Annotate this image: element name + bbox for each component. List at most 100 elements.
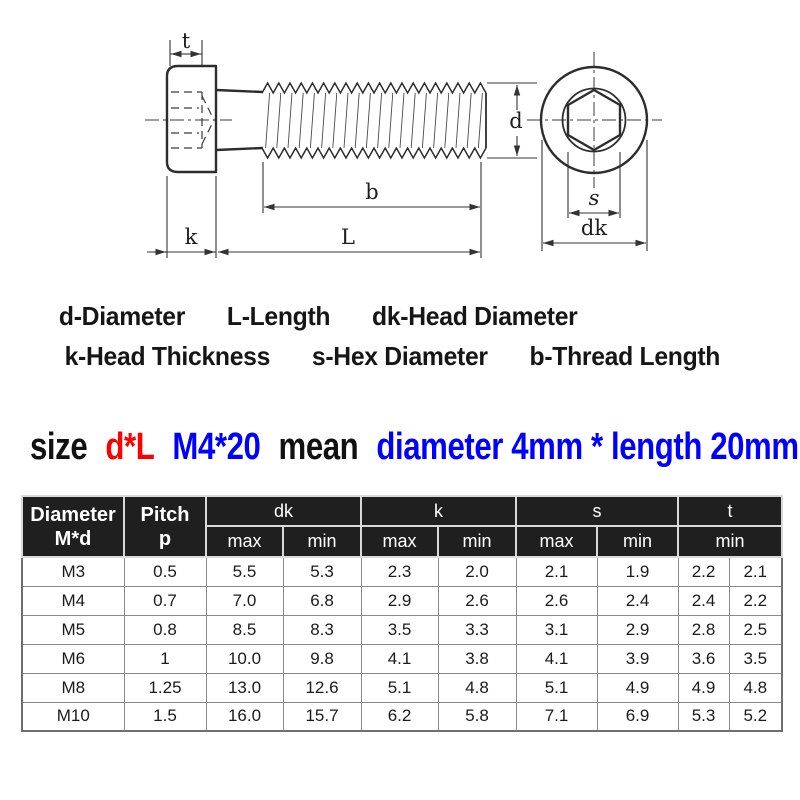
value-cell: 2.2 [728,585,783,616]
legend-item-dk: dk-Head Diameter [372,300,578,331]
value-cell: 3.9 [596,643,679,674]
value-cell: 0.8 [123,614,207,645]
value-cell: 6.9 [596,701,679,732]
screw-technical-drawing: t d b k L [145,29,662,258]
value-cell: 5.3 [677,701,730,732]
value-cell: 13.0 [205,672,284,703]
value-cell: 2.6 [515,585,598,616]
value-cell: 8.3 [282,614,362,645]
header-group-row: Diameter M*d Pitch p dk k s t [21,495,784,558]
value-cell: 0.7 [123,585,207,616]
value-cell: 5.3 [282,556,362,587]
value-cell: 2.9 [596,614,679,645]
size-cell: M3 [21,556,125,587]
side-view-dimensions: t d b k L [147,29,537,258]
value-cell: 1 [123,643,207,674]
size-cell: M10 [21,701,125,732]
size-cell: M6 [21,643,125,674]
value-cell: 2.1 [728,556,783,587]
legend-line-1: d-Diameter L-Length dk-Head Diameter [0,296,760,336]
dim-label-dk: dk [581,216,607,240]
value-cell: 5.1 [515,672,598,703]
value-cell: 2.4 [596,585,679,616]
value-cell: 2.0 [437,556,517,587]
header-s-min: min [596,525,680,558]
header-group-k: k [360,495,518,527]
dim-label-d: d [509,109,522,133]
end-view-dimensions: s dk [541,140,648,251]
value-cell: 5.2 [728,701,783,732]
thread-top [261,81,487,95]
value-cell: 2.8 [677,614,730,645]
value-cell: 10.0 [205,643,284,674]
hex-socket-polygon [566,88,622,152]
header-sub-row: max min max min max min min [22,525,784,558]
socket-circle [561,87,627,153]
value-cell: 1.9 [596,556,679,587]
size-cell: M8 [21,672,125,703]
size-note-explanation: diameter 4mm * length 20mm [376,426,799,468]
screw-head-outline [165,64,218,174]
legend-item-b: b-Thread Length [529,340,721,371]
dim-label-k: k [185,225,198,249]
value-cell: 2.9 [360,585,439,616]
size-note-text: size d*L M4*20 mean diameter 4mm * lengt… [30,426,800,469]
value-cell: 4.8 [728,672,783,703]
value-cell: 9.8 [282,643,362,674]
value-cell: 2.2 [677,556,730,587]
value-cell: 2.5 [728,614,783,645]
value-cell: 15.7 [282,701,362,732]
dim-label-t: t [182,29,191,53]
legend-line-2: k-Head Thickness s-Hex Diameter b-Thread… [0,336,760,376]
header-pitch-line1: Pitch [140,503,190,526]
legend-item-k: k-Head Thickness [64,340,271,371]
value-cell: 4.9 [677,672,730,703]
value-cell: 4.8 [437,672,517,703]
header-pitch: Pitch p [123,495,207,558]
value-cell: 3.5 [360,614,439,645]
header-diameter: Diameter M*d [21,495,125,558]
value-cell: 5.5 [205,556,284,587]
value-cell: 16.0 [205,701,284,732]
value-cell: 3.5 [728,643,783,674]
value-cell: 8.5 [205,614,284,645]
header-group-s: s [515,495,680,527]
legend-item-s: s-Hex Diameter [311,340,488,371]
header-dk-min: min [281,525,363,558]
header-group-t: t [677,495,784,527]
thread-helix [265,92,483,149]
spec-table: Diameter M*d Pitch p dk k s t max min ma… [21,495,784,732]
value-cell: 2.3 [360,556,439,587]
value-cell: 1.5 [123,701,207,732]
value-cell: 6.8 [282,585,362,616]
spec-table-header: Diameter M*d Pitch p dk k s t max min ma… [21,495,784,558]
value-cell: 3.8 [437,643,517,674]
value-cell: 4.1 [515,643,598,674]
value-cell: 4.1 [360,643,439,674]
value-cell: 2.6 [437,585,517,616]
dim-label-L: L [341,225,355,249]
header-s-max: max [515,525,599,558]
header-dk-max: max [205,525,284,558]
size-cell: M5 [21,614,125,645]
shank-top-edge [215,88,264,94]
size-note: size d*L M4*20 mean diameter 4mm * lengt… [30,426,800,469]
thread-bottom [261,146,487,160]
size-note-word-mean: mean [278,426,359,468]
value-cell: 2.1 [515,556,598,587]
size-note-formula: d*L [105,426,155,468]
header-k-max: max [360,525,440,558]
hex-socket-hidden-edges [171,91,215,149]
value-cell: 3.6 [677,643,730,674]
legend-item-L: L-Length [226,300,331,331]
size-note-word-size: size [30,426,88,468]
screw-end-view [527,52,662,188]
header-group-dk: dk [204,495,363,527]
